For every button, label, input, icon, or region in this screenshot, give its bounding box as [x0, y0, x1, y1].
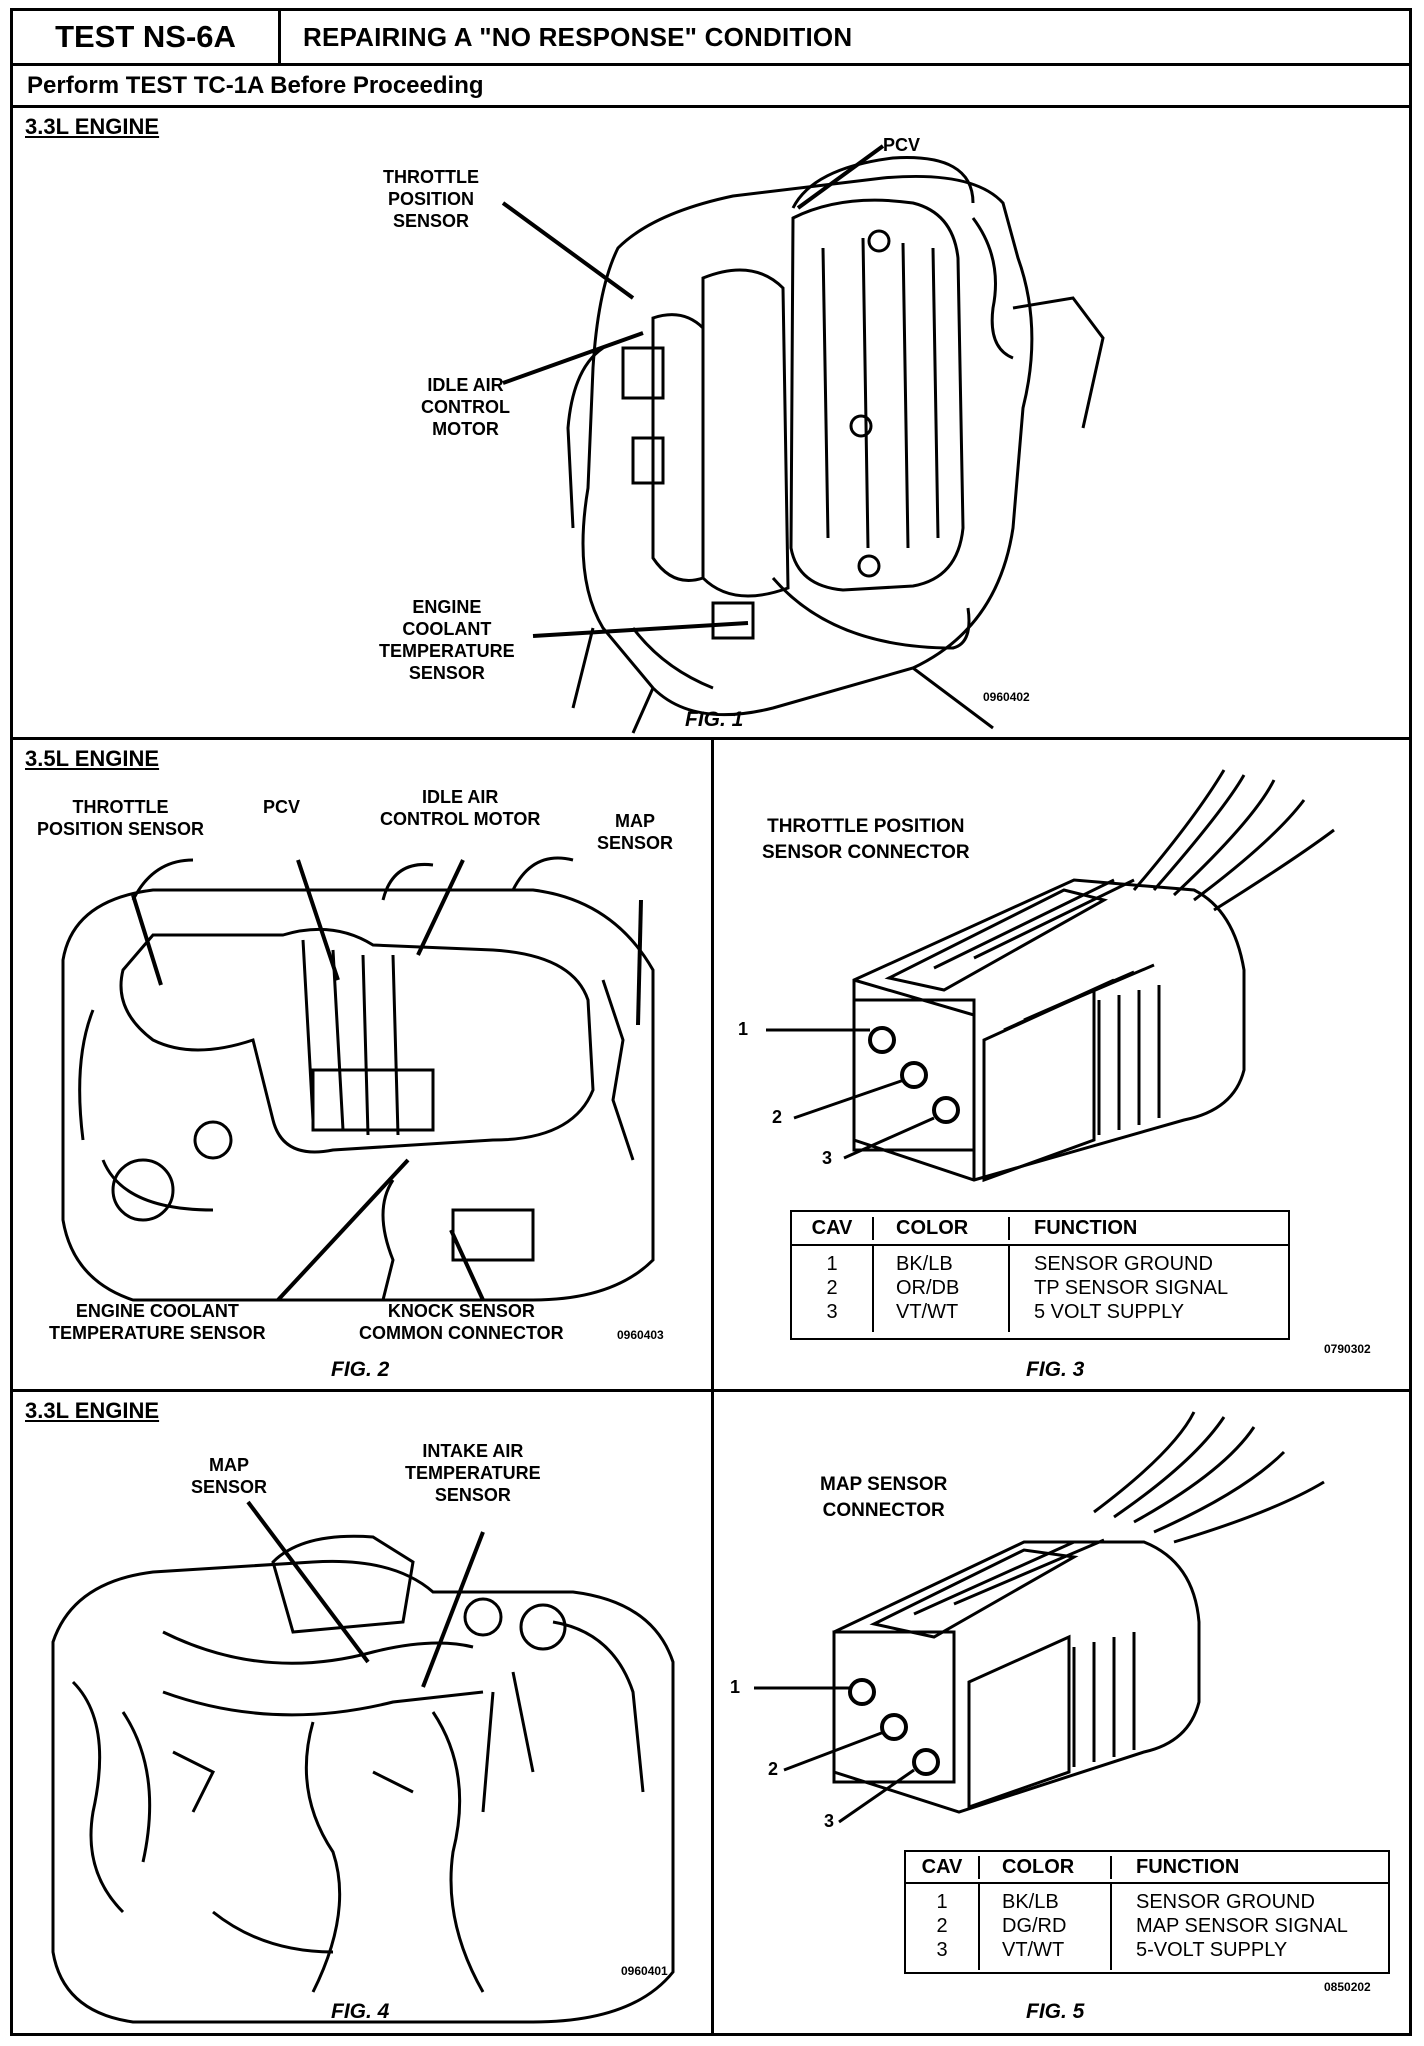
fig3-title: THROTTLE POSITION SENSOR CONNECTOR	[762, 816, 970, 863]
fig3-col-color: COLOR	[874, 1216, 1010, 1240]
fig3-caption: FIG. 3	[1026, 1358, 1085, 1381]
fig5-title: MAP SENSOR CONNECTOR	[820, 1474, 948, 1521]
fig1-tps-label: THROTTLE POSITION SENSOR	[383, 167, 479, 231]
fig2-code: 0960403	[617, 1328, 664, 1342]
prerequisite-note: Perform TEST TC-1A Before Proceeding	[10, 63, 1412, 108]
fig5-pin-1: 1	[730, 1677, 741, 1697]
fig2-iac-label: IDLE AIR CONTROL MOTOR	[380, 787, 541, 829]
test-id: TEST NS-6A	[13, 11, 281, 63]
fig1-ect-label: ENGINE COOLANT TEMPERATURE SENSOR	[379, 597, 515, 683]
fig1-pcv-label: PCV	[883, 135, 921, 155]
fig3-col-cav: CAV	[792, 1216, 874, 1240]
fig5-pin-table: CAV COLOR FUNCTION 1 2 3 BK/LB DG/RD VT/…	[904, 1850, 1390, 1974]
fig3-function-values: SENSOR GROUND TP SENSOR SIGNAL 5 VOLT SU…	[1034, 1253, 1229, 1323]
fig2-engine-drawing	[61, 856, 655, 1302]
fig4-iat-label: INTAKE AIR TEMPERATURE SENSOR	[405, 1441, 541, 1505]
fig3-col-function: FUNCTION	[1034, 1216, 1138, 1239]
fig3-pin-1: 1	[738, 1019, 749, 1039]
fig3-code: 0790302	[1324, 1342, 1371, 1356]
header-bar: TEST NS-6A REPAIRING A "NO RESPONSE" CON…	[10, 8, 1412, 66]
fig5-cav-values: 1 2 3	[906, 1884, 980, 1970]
fig5-function-values: SENSOR GROUND MAP SENSOR SIGNAL 5-VOLT S…	[1136, 1891, 1348, 1961]
fig5-pin-3: 3	[824, 1811, 835, 1831]
fig1-engine-drawing	[501, 144, 1105, 734]
fig1-code: 0960402	[983, 690, 1030, 704]
fig1-panel: 3.3L ENGINE	[10, 105, 1412, 740]
fig2-pcv-label: PCV	[263, 797, 301, 817]
fig5-table-header: CAV COLOR FUNCTION	[906, 1852, 1388, 1884]
fig2-knock-label: KNOCK SENSOR COMMON CONNECTOR	[359, 1301, 564, 1343]
fig4-panel: 3.3L ENGINE MAP SENSOR INTAKE AIR TEMPER…	[10, 1389, 714, 2036]
fig4-caption: FIG. 4	[331, 2000, 390, 2023]
fig5-col-cav: CAV	[906, 1855, 980, 1879]
fig2-panel: 3.5L ENGINE THROTTLE POSITION SENSOR PCV…	[10, 737, 714, 1392]
fig5-connector-drawing	[754, 1411, 1325, 1824]
fig4-map-label: MAP SENSOR	[191, 1455, 268, 1497]
fig1-engine-title: 3.3L ENGINE	[25, 114, 160, 139]
fig4-engine-title: 3.3L ENGINE	[25, 1398, 160, 1423]
fig2-tps-label: THROTTLE POSITION SENSOR	[37, 797, 205, 839]
fig2-caption: FIG. 2	[331, 1358, 390, 1381]
fig5-color-values: BK/LB DG/RD VT/WT	[980, 1884, 1112, 1970]
fig2-engine-title: 3.5L ENGINE	[25, 746, 160, 771]
fig1-caption: FIG. 1	[685, 708, 744, 731]
fig5-code: 0850202	[1324, 1980, 1371, 1994]
page-title: REPAIRING A "NO RESPONSE" CONDITION	[303, 21, 853, 52]
fig3-color-values: BK/LB OR/DB VT/WT	[874, 1246, 1010, 1332]
fig4-engine-drawing	[51, 1500, 675, 2024]
fig3-connector-drawing	[766, 769, 1335, 1183]
fig5-col-color: COLOR	[980, 1855, 1112, 1879]
fig3-pin-2: 2	[772, 1107, 783, 1127]
fig3-table-header: CAV COLOR FUNCTION	[792, 1212, 1288, 1246]
fig4-code: 0960401	[621, 1964, 668, 1978]
fig5-caption: FIG. 5	[1026, 2000, 1085, 2023]
fig5-pin-2: 2	[768, 1759, 779, 1779]
fig3-panel: THROTTLE POSITION SENSOR CONNECTOR 1 2 3…	[711, 737, 1412, 1392]
fig5-panel: MAP SENSOR CONNECTOR 1 2 3 CAV COLOR FUN…	[711, 1389, 1412, 2036]
fig3-pin-table: CAV COLOR FUNCTION 1 2 3 BK/LB OR/DB VT/…	[790, 1210, 1290, 1340]
fig3-cav-values: 1 2 3	[792, 1246, 874, 1332]
fig5-col-function: FUNCTION	[1136, 1855, 1240, 1878]
fig1-iac-label: IDLE AIR CONTROL MOTOR	[421, 375, 510, 439]
fig2-ect-label: ENGINE COOLANT TEMPERATURE SENSOR	[49, 1301, 266, 1343]
fig2-map-label: MAP SENSOR	[597, 811, 674, 853]
fig3-pin-3: 3	[822, 1148, 833, 1168]
